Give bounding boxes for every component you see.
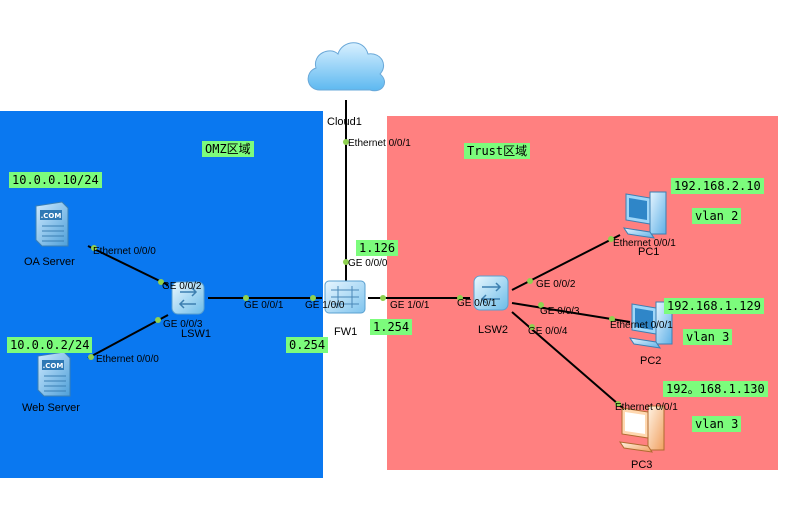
fw-ip-126: 1.126 <box>356 240 399 256</box>
pc-icon[interactable] <box>620 188 672 242</box>
port-dot <box>527 278 533 284</box>
pc3-vlan: vlan 3 <box>692 416 742 432</box>
pc2-label: PC2 <box>640 355 662 367</box>
web-server-label: Web Server <box>22 402 80 414</box>
port-label: GE 0/0/3 <box>540 306 580 317</box>
oa-server-ip: 10.0.0.10/24 <box>9 172 102 188</box>
svg-text:.COM: .COM <box>41 212 62 220</box>
port-label: GE 1/0/0 <box>305 300 345 311</box>
pc-icon[interactable] <box>626 298 678 352</box>
port-label: GE 1/0/1 <box>390 300 430 311</box>
port-dot <box>243 295 249 301</box>
cloud-icon[interactable] <box>302 32 390 102</box>
port-dot <box>609 316 615 322</box>
port-label: GE 0/0/3 <box>163 319 203 330</box>
port-dot <box>608 236 614 242</box>
switch-icon[interactable] <box>168 278 208 318</box>
fw-ip-254-trust: 1.254 <box>370 319 413 335</box>
port-dot <box>91 245 97 251</box>
svg-text:.COM: .COM <box>43 362 64 370</box>
port-label: GE 0/0/0 <box>348 258 388 269</box>
server-icon[interactable]: .COM <box>30 200 70 248</box>
pc2-vlan: vlan 3 <box>683 329 733 345</box>
port-dot <box>343 259 349 265</box>
port-dot <box>538 302 544 308</box>
port-dot <box>158 279 164 285</box>
web-server-ip: 10.0.0.2/24 <box>7 337 93 353</box>
port-dot <box>457 295 463 301</box>
lsw1-label: LSW1 <box>181 328 211 340</box>
fw-ip-254-dmz: 0.254 <box>286 337 329 353</box>
port-label: Ethernet 0/0/1 <box>613 238 676 249</box>
pc1-vlan: vlan 2 <box>692 208 742 224</box>
port-dot <box>155 317 161 323</box>
port-label: Ethernet 0/0/1 <box>610 320 673 331</box>
link-web-lsw1 <box>87 314 169 359</box>
port-label: Ethernet 0/0/1 <box>615 402 678 413</box>
firewall-icon[interactable] <box>322 278 368 318</box>
port-label: GE 0/0/1 <box>457 298 497 309</box>
port-label: Ethernet 0/0/1 <box>348 138 411 149</box>
port-label: Ethernet 0/0/0 <box>96 354 159 365</box>
oa-server-label: OA Server <box>24 256 75 268</box>
port-dot <box>380 295 386 301</box>
pc1-label: PC1 <box>638 246 660 258</box>
pc-icon[interactable] <box>616 400 670 456</box>
pc3-label: PC3 <box>631 459 653 471</box>
trust-zone <box>387 116 778 470</box>
port-label: GE 0/0/1 <box>244 300 284 311</box>
cloud1-label: Cloud1 <box>327 116 362 128</box>
port-dot <box>529 324 535 330</box>
pc3-ip: 192。168.1.130 <box>663 381 768 397</box>
fw1-label: FW1 <box>334 326 358 338</box>
port-label: GE 0/0/4 <box>528 326 568 337</box>
lsw2-label: LSW2 <box>478 324 508 336</box>
port-label: GE 0/0/2 <box>536 279 576 290</box>
port-label: GE 0/0/2 <box>162 281 202 292</box>
dmz-zone-label: OMZ区域 <box>202 141 254 157</box>
port-dot <box>343 139 349 145</box>
port-dot <box>88 354 94 360</box>
trust-zone-label: Trust区域 <box>464 143 531 159</box>
port-label: Ethernet 0/0/0 <box>93 246 156 257</box>
switch-icon[interactable] <box>470 272 512 314</box>
server-icon[interactable]: .COM <box>32 350 72 398</box>
port-dot <box>615 401 621 407</box>
port-dot <box>310 295 316 301</box>
link-oa-lsw1 <box>87 245 169 286</box>
pc2-ip: 192.168.1.129 <box>664 298 764 314</box>
pc1-ip: 192.168.2.10 <box>671 178 764 194</box>
